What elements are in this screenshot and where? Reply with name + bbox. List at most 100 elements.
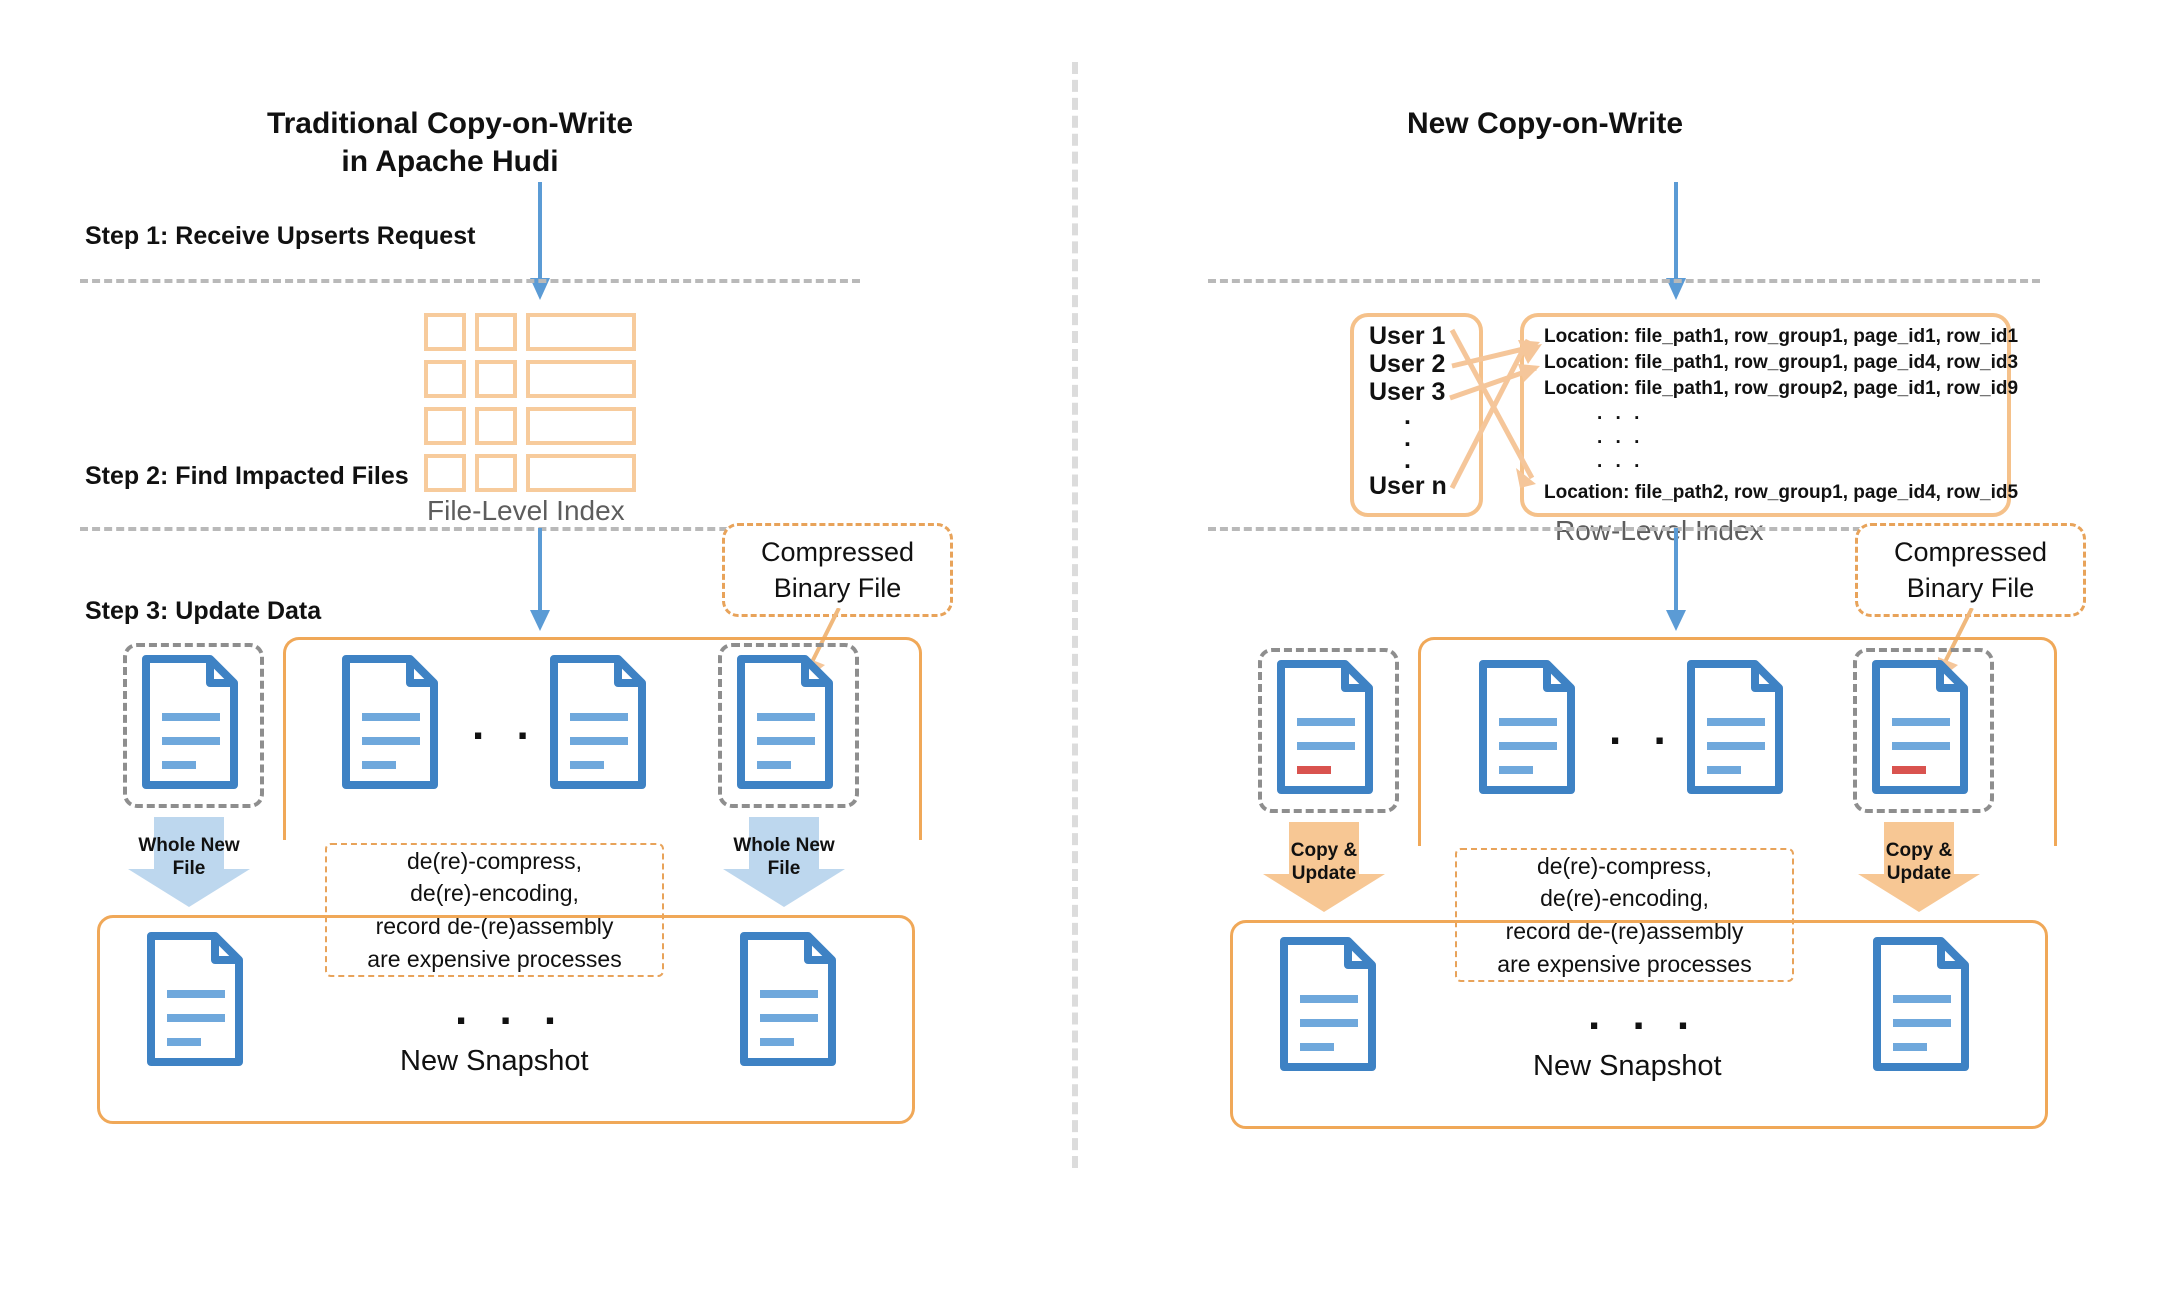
left-step-3-label: Step 3: Update Data [85,597,322,625]
expense-line: are expensive processes [1497,950,1752,977]
user-item: User 1 [1369,322,1446,350]
left-snapshot-ellipsis: . . . [455,985,567,1034]
index-cell [424,313,466,351]
left-whole-new-file-arrow-2 [723,817,845,907]
index-cell [424,360,466,398]
left-whole-new-file-arrow-1 [128,817,250,907]
arrow-label-line1: Whole New [138,835,240,856]
location-ellipsis: . . . [1597,403,1644,424]
expense-line: de(re)-encoding, [410,880,579,907]
index-cell [526,407,636,445]
left-expensive-processes-note: de(re)-compress, de(re)-encoding, record… [325,843,664,977]
right-copy-update-label-1: Copy & Update [1257,840,1391,886]
right-new-snapshot-label: New Snapshot [1533,1050,1722,1082]
arrow-label-line2: File [172,857,206,879]
index-cell [424,407,466,445]
user-item: User 3 [1369,378,1446,406]
document-icon [147,932,243,1066]
file-level-index-grid [424,313,636,492]
document-icon [737,655,833,789]
left-title-line2: in Apache Hudi [341,145,559,179]
left-update-group-container [283,637,922,840]
document-icon [740,932,836,1066]
left-callout-line1: Compressed [760,536,915,567]
index-cell [526,313,636,351]
index-cell [475,313,517,351]
left-whole-new-file-label-1: Whole New File [122,835,256,881]
expense-line: de(re)-compress, [1536,852,1713,879]
user-item: User 2 [1369,350,1446,378]
right-copy-update-label-2: Copy & Update [1852,840,1986,886]
index-cell [475,454,517,492]
arrow-label-line2: Update [1886,862,1952,884]
arrow-label-line1: Copy & [1290,840,1358,861]
left-whole-new-file-label-2: Whole New File [717,835,851,881]
left-outside-doc-box-1 [123,643,264,808]
index-cell [424,454,466,492]
document-icon [1479,660,1575,794]
right-snapshot-ellipsis: . . . [1588,990,1700,1039]
index-cell [475,360,517,398]
left-new-snapshot-label: New Snapshot [400,1045,589,1077]
location-item: Location: file_path1, row_group2, page_i… [1544,378,2019,399]
left-step-2-label: Step 2: Find Impacted Files [85,462,409,490]
right-compressed-binary-file-callout: Compressed Binary File [1855,523,2086,617]
expense-line: de(re)-compress, [406,847,583,874]
arrow-label-line1: Whole New [733,835,835,856]
right-copy-update-arrow-1 [1263,822,1385,912]
expense-line: de(re)-encoding, [1540,885,1709,912]
right-callout-line2: Binary File [1906,573,2035,603]
user-item-last: User n [1369,472,1447,500]
left-separator-2 [80,527,860,531]
index-cell [475,407,517,445]
location-item: Location: file_path1, row_group1, page_i… [1544,326,2019,347]
right-step3-arrow-icon [1666,528,1686,631]
document-icon-modified [1277,660,1373,794]
arrow-label-line2: File [767,857,801,879]
user-vertical-dot: . [1404,446,1411,474]
document-icon [550,655,646,789]
location-ellipsis: . . . [1597,451,1644,472]
location-item-last: Location: file_path2, row_group1, page_i… [1544,482,2019,503]
document-icon [142,655,238,789]
document-icon [1280,937,1376,1071]
user-vertical-dot: . [1404,424,1411,452]
right-outside-doc-box-1 [1258,648,1399,813]
user-location-mapping-arrows-icon [1449,328,1542,490]
right-update-group-container [1418,637,2057,846]
left-new-snapshot-container [97,915,915,1124]
right-title-line1: New Copy-on-Write [1406,107,1684,140]
file-level-index-label: File-Level Index [427,495,625,526]
locations-box [1520,313,2011,517]
right-separator-2 [1208,527,2040,531]
left-title-line1: Traditional Copy-on-Write [266,107,634,140]
left-panel-title: Traditional Copy-on-Write in Apache Hudi [250,105,650,182]
document-icon [1687,660,1783,794]
left-step1-arrow-icon [530,182,550,300]
left-outside-doc-box-2 [718,643,859,808]
left-step-1-label: Step 1: Receive Upserts Request [85,222,476,250]
arrow-label-line1: Copy & [1885,840,1953,861]
user-vertical-dot: . [1404,402,1411,430]
right-step1-arrow-icon [1666,182,1686,300]
right-panel-title: New Copy-on-Write [1345,105,1745,143]
location-item: Location: file_path1, row_group1, page_i… [1544,352,2019,373]
left-step3-arrow-icon [530,528,550,631]
right-expensive-processes-note: de(re)-compress, de(re)-encoding, record… [1455,848,1794,982]
left-separator-1 [80,279,860,283]
right-copy-update-arrow-2 [1858,822,1980,912]
right-new-snapshot-container [1230,920,2048,1129]
arrow-label-line2: Update [1291,862,1357,884]
right-callout-line1: Compressed [1893,536,2048,567]
right-separator-1 [1208,279,2040,283]
document-icon-modified [1872,660,1968,794]
location-ellipsis: . . . [1597,427,1644,448]
expense-line: are expensive processes [367,945,622,972]
left-compressed-binary-file-callout: Compressed Binary File [722,523,953,617]
document-icon [1873,937,1969,1071]
left-callout-line2: Binary File [773,573,902,603]
right-outside-doc-box-2 [1853,648,1994,813]
panel-divider [1072,62,1078,1168]
index-cell [526,360,636,398]
document-icon [342,655,438,789]
